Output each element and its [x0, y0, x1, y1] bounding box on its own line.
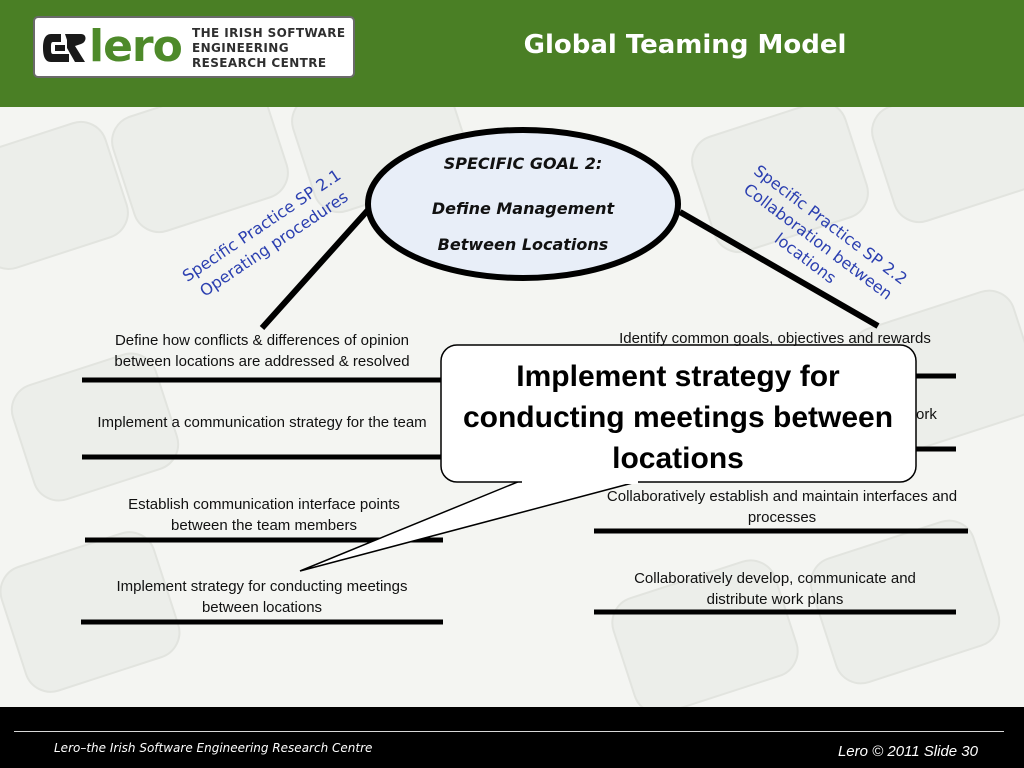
- left-item-4: Implement strategy for conducting meetin…: [116, 578, 408, 616]
- logo-wordmark: lero: [89, 21, 183, 72]
- footer-slide-number: Lero © 2011 Slide 30: [837, 743, 978, 760]
- left-item-2: Implement a communication strategy for t…: [97, 414, 427, 431]
- slide-header: lero THE IRISH SOFTWARE ENGINEERING RESE…: [0, 0, 1024, 107]
- logo-subtitle: THE IRISH SOFTWARE ENGINEERING RESEARCH …: [192, 26, 346, 70]
- callout-box: [440, 344, 917, 483]
- branch-line-right: [678, 209, 880, 329]
- goal-line-2: Between Locations: [437, 235, 609, 254]
- goal-label: SPECIFIC GOAL 2:: [443, 154, 603, 173]
- footer-organisation: Lero–the Irish Software Engineering Rese…: [54, 741, 373, 755]
- right-item-3: Collaboratively establish and maintain i…: [606, 488, 958, 526]
- footer-divider: [14, 731, 1004, 732]
- right-item-1: Identify common goals, objectives and re…: [619, 330, 931, 346]
- lero-logo-mark-icon: [43, 34, 86, 62]
- branch-line-left: [259, 207, 371, 331]
- left-item-3: Establish communication interface points…: [128, 496, 400, 534]
- callout-text: Implement strategy for conducting meetin…: [462, 360, 894, 475]
- slide-title: Global Teaming Model: [523, 30, 847, 60]
- right-item-2: ork: [916, 406, 937, 423]
- goal-line-1: Define Management: [431, 199, 615, 218]
- goal-ellipse: [365, 127, 681, 281]
- slide-footer: Lero–the Irish Software Engineering Rese…: [0, 707, 1024, 768]
- lero-logo: lero THE IRISH SOFTWARE ENGINEERING RESE…: [33, 16, 355, 78]
- goal-text: SPECIFIC GOAL 2: Define Management Betwe…: [400, 146, 646, 263]
- right-item-4: Collaboratively develop, communicate and…: [634, 570, 916, 608]
- left-item-1: Define how conflicts & differences of op…: [114, 332, 410, 370]
